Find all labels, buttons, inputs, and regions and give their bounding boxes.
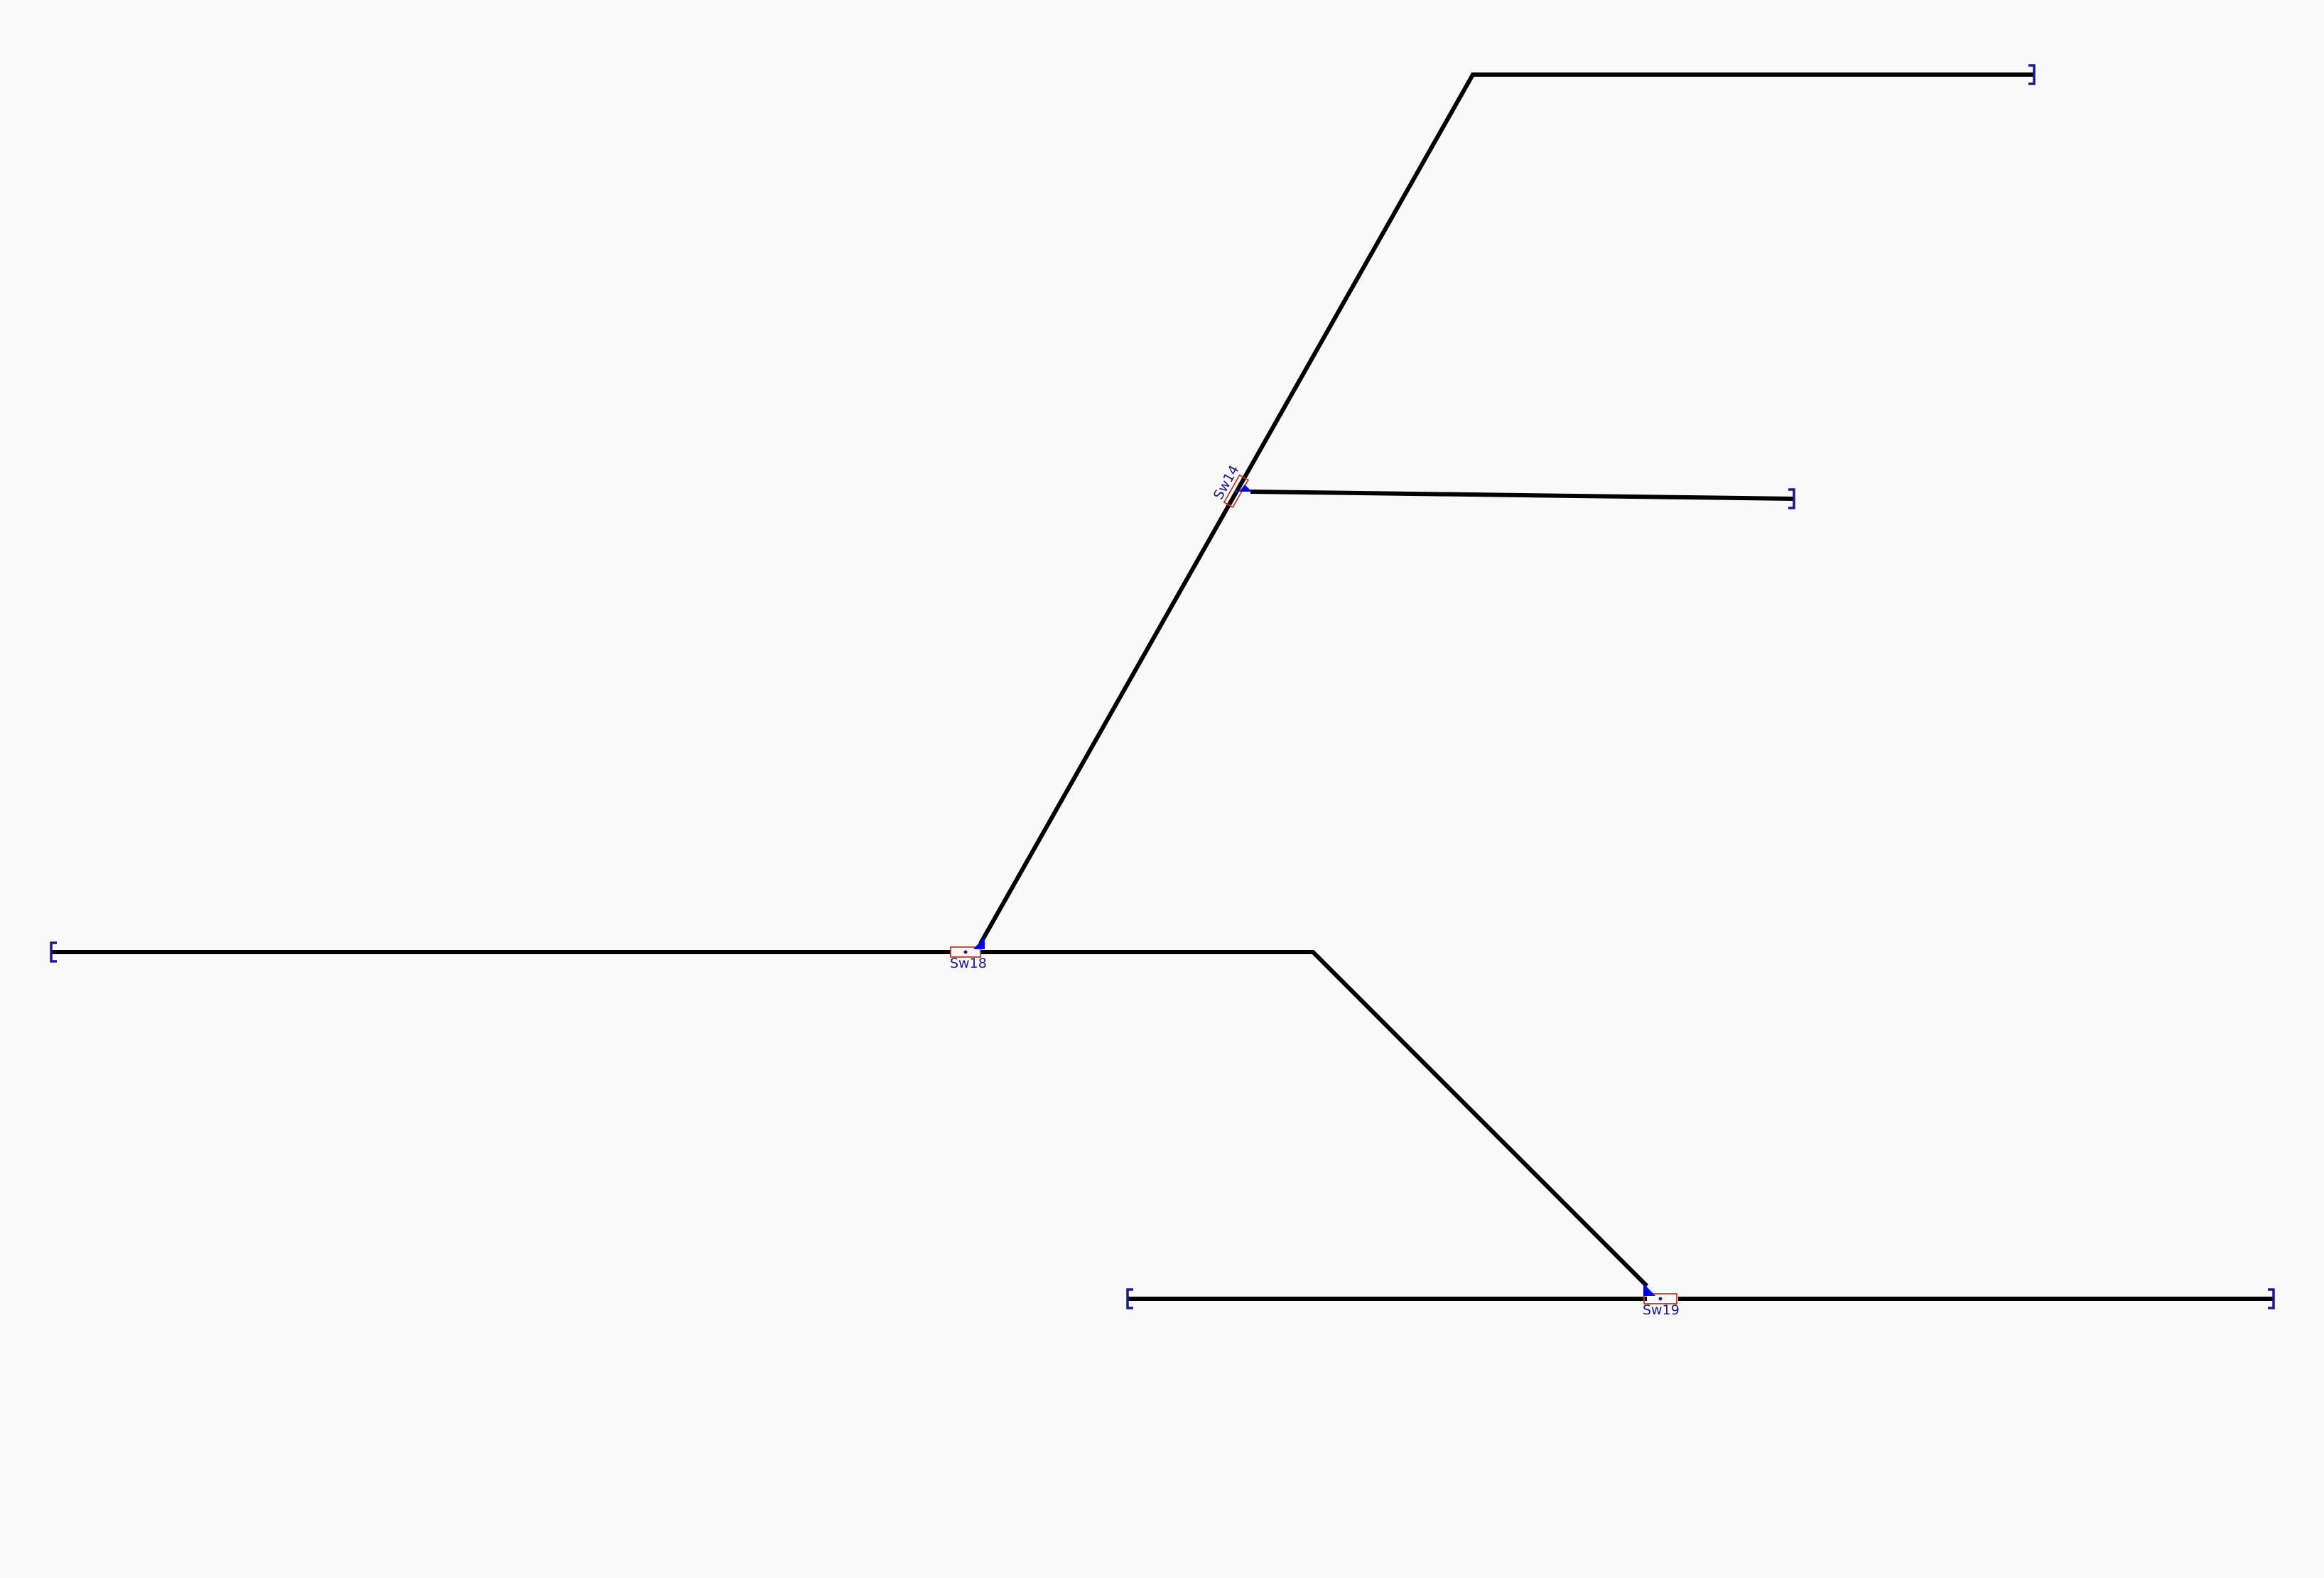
buffer-stop-middle-right[interactable] — [1788, 488, 1795, 509]
switch-sw19-label: Sw19 — [1643, 1302, 1680, 1318]
buffer-stops — [50, 64, 2275, 1309]
switch-sw18[interactable]: Sw18 — [950, 936, 987, 971]
switch-sw19-point-icon — [1643, 1283, 1655, 1296]
switch-sw14-point-icon — [1239, 485, 1252, 492]
buffer-stop-top-right[interactable] — [2028, 64, 2036, 85]
switch-sw14-dot — [1234, 489, 1238, 493]
switch-sw18-label: Sw18 — [950, 956, 987, 971]
switch-sw19-dot — [1658, 1297, 1663, 1301]
buffer-stop-lower-left[interactable] — [1126, 1288, 1133, 1309]
buffer-stop-left-main[interactable] — [50, 941, 57, 963]
switch-sw18-dot — [963, 950, 968, 954]
track-segments — [51, 72, 2274, 1301]
track-branch-sw14[interactable] — [1250, 490, 1795, 501]
switch-sw18-marker — [950, 946, 981, 958]
switch-sw19[interactable]: Sw19 — [1643, 1283, 1680, 1318]
track-main-right[interactable] — [980, 950, 1649, 1288]
switch-sw18-point-icon — [973, 936, 985, 949]
switch-sw14-marker — [1223, 474, 1250, 509]
switch-sw19-marker — [1643, 1293, 1677, 1304]
switch-sw14-label: Sw14 — [1211, 463, 1243, 502]
track-diagonal-upper[interactable] — [978, 72, 2034, 945]
buffer-stop-lower-right[interactable] — [2268, 1288, 2275, 1309]
